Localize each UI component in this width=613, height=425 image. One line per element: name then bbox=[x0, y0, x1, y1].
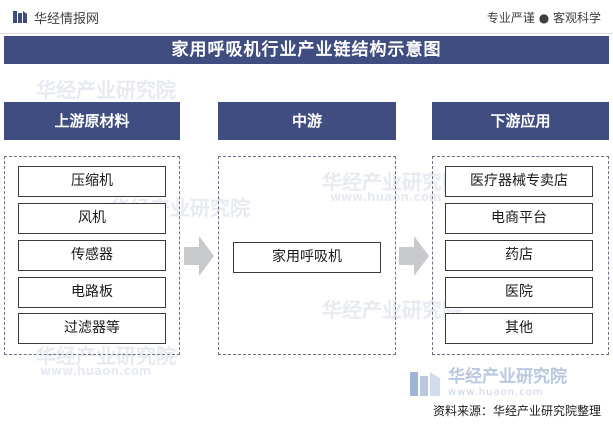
footer-logo-url: www.huaon.com bbox=[448, 386, 544, 398]
right-arrow-icon bbox=[184, 236, 214, 276]
upstream-item: 电路板 bbox=[18, 277, 166, 308]
upstream-item: 过滤器等 bbox=[18, 313, 166, 344]
upstream-item: 传感器 bbox=[18, 240, 166, 271]
downstream-item: 医疗器械专卖店 bbox=[445, 166, 593, 197]
watermark: 华经产业研究院 bbox=[36, 78, 176, 102]
huajing-logo-icon bbox=[410, 372, 440, 396]
downstream-item: 医院 bbox=[445, 277, 593, 308]
downstream-item: 其他 bbox=[445, 313, 593, 344]
logo-text: 华经情报网 bbox=[34, 11, 100, 27]
footer-logo: 华经产业研究院 www.huaon.com bbox=[408, 368, 567, 398]
huajing-logo-icon bbox=[13, 11, 27, 23]
downstream-header: 下游应用 bbox=[432, 102, 609, 140]
site-logo[interactable]: 华经情报网 bbox=[12, 8, 100, 27]
top-bar: 华经情报网 专业严谨 ● 客观科学 bbox=[0, 0, 613, 34]
right-arrow-icon bbox=[399, 236, 429, 276]
footer-logo-name: 华经产业研究院 bbox=[448, 366, 567, 387]
upstream-column bbox=[4, 156, 180, 355]
upstream-item: 压缩机 bbox=[18, 166, 166, 197]
upstream-header: 上游原材料 bbox=[4, 102, 180, 140]
upstream-item: 风机 bbox=[18, 203, 166, 234]
watermark: www.huaon.com bbox=[40, 364, 152, 378]
page-title: 家用呼吸机行业产业链结构示意图 bbox=[4, 36, 609, 64]
downstream-item: 电商平台 bbox=[445, 203, 593, 234]
downstream-item: 药店 bbox=[445, 240, 593, 271]
source-note: 资料来源：华经产业研究院整理 bbox=[432, 404, 601, 418]
midstream-header: 中游 bbox=[218, 102, 396, 140]
downstream-column bbox=[432, 156, 609, 355]
midstream-column bbox=[218, 156, 396, 355]
divider bbox=[0, 33, 613, 34]
slogan: 专业严谨 ● 客观科学 bbox=[486, 11, 601, 25]
midstream-item: 家用呼吸机 bbox=[233, 242, 381, 273]
